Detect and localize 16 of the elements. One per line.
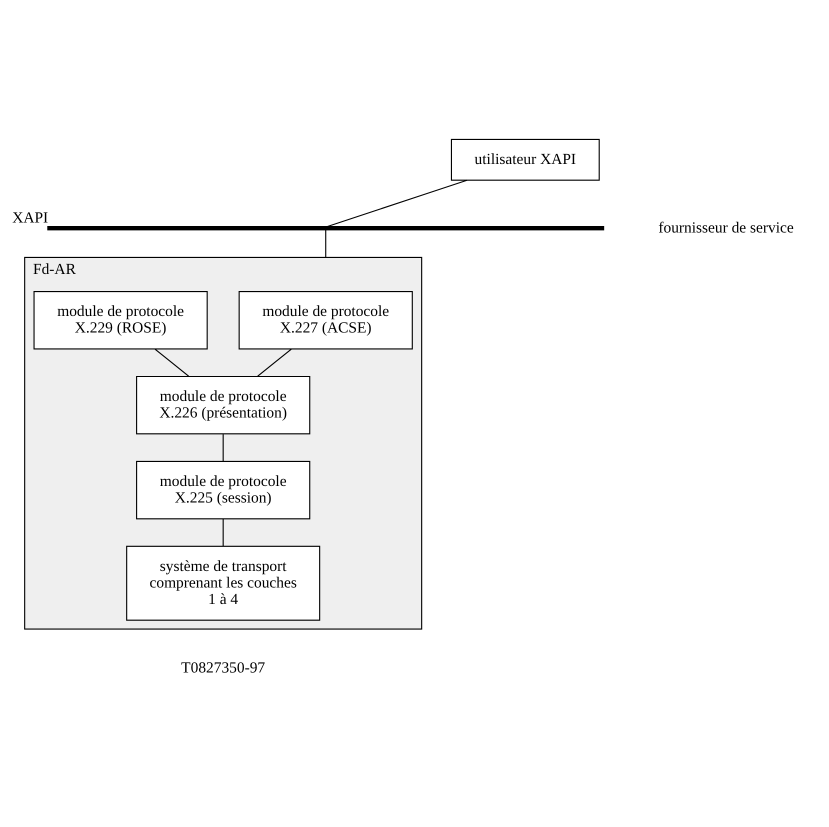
node-bar xyxy=(47,225,604,230)
connector xyxy=(222,434,224,461)
connector xyxy=(222,518,224,546)
label: fournisseur de service xyxy=(658,218,794,236)
node-box: module de protocole X.226 (présentation) xyxy=(136,375,310,434)
node-box: système de transport comprenant les couches 1 à 4 xyxy=(126,545,320,620)
connector xyxy=(154,348,189,376)
node-box: module de protocole X.229 (ROSE) xyxy=(34,290,208,349)
node-box: utilisateur XAPI xyxy=(450,138,600,180)
node-box: module de protocole X.225 (session) xyxy=(136,460,310,519)
node-label: XAPI xyxy=(12,208,48,226)
node-box: module de protocole X.227 (ACSE) xyxy=(238,290,413,349)
label: T0827350-97 xyxy=(181,658,266,676)
connector xyxy=(257,348,292,376)
connector xyxy=(327,179,468,227)
connector xyxy=(325,229,326,257)
